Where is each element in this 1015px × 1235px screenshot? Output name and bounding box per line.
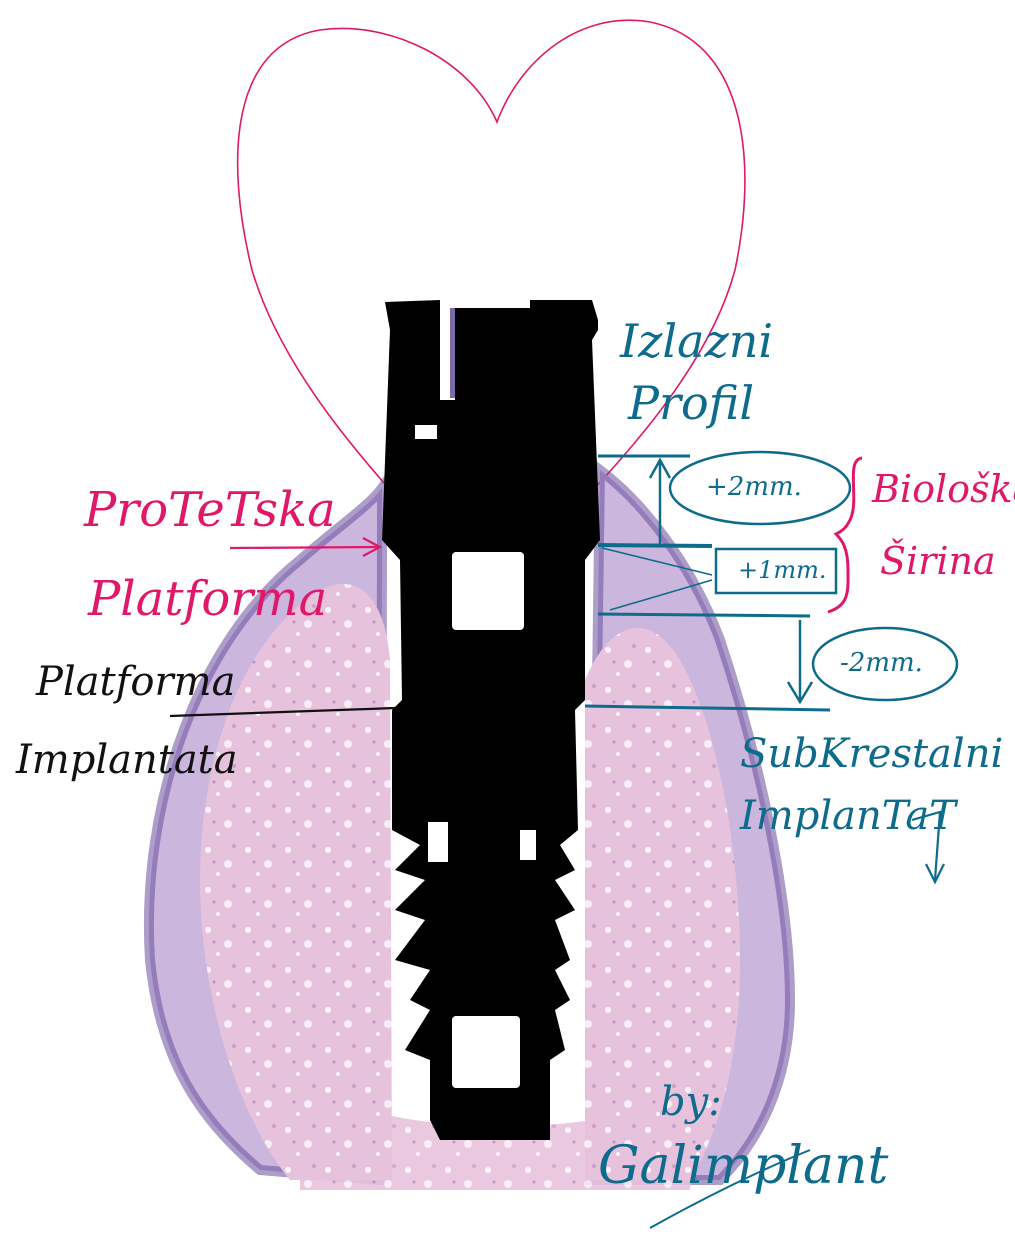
platforma-implantata-label-line2: Implantata [16,740,238,780]
minus-2mm-label: -2mm. [840,650,923,676]
izlazni-profil-label-line2: Profil [628,380,754,426]
implant-window-small-left [428,822,448,862]
implant-window-small-right [520,830,536,860]
implant-window-upper [452,552,524,630]
bioloska-sirina-label-line2: Širina [880,542,996,580]
by-label: by: [660,1082,722,1122]
implant-window-top [415,425,437,439]
plus-1mm-label: +1mm. [738,558,827,582]
plus-2mm-label: +2mm. [706,474,802,500]
bioloska-bracket [828,458,862,612]
proteticka-platforma-label-line1: ProTeTska [84,486,336,534]
izlazni-profil-label-line1: Izlazni [620,318,773,364]
platform-level-line [598,545,712,546]
bioloska-sirina-label-line1: Biološka [872,470,1015,508]
platforma-implantata-label-line1: Platforma [36,662,235,702]
implant-silhouette [382,300,600,1140]
implant-window-lower [452,1016,520,1088]
subkrestalni-label-line1: SubKrestalni [740,734,1003,774]
subkrestalni-label-line2: ImplanTaT [740,796,956,836]
proteticka-arrow [230,547,378,548]
proteticka-platforma-label-line2: Platforma [88,575,327,623]
signature-label: Galimplant [598,1140,888,1192]
bone-level-line [598,614,810,616]
